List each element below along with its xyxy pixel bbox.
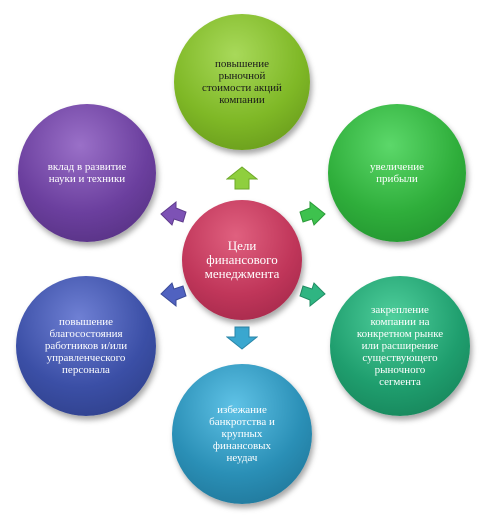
center-node: Цели финансового менеджмента (182, 200, 302, 320)
node-bankruptcy-avoidance: избежание банкротства и крупных финансов… (172, 364, 312, 504)
arrow-upper-left-icon (160, 200, 187, 226)
arrow-lower-right-icon (299, 282, 326, 308)
node-bankruptcy-avoidance-label: избежание банкротства и крупных финансов… (209, 404, 275, 464)
node-profit: увеличение прибыли (328, 104, 466, 242)
arrow-lower-left-icon (160, 282, 187, 308)
node-profit-label: увеличение прибыли (370, 161, 424, 185)
node-employee-welfare-label: повышение благосостояния работников и/ил… (44, 316, 128, 376)
node-market-value-label: повышение рыночной стоимости акций компа… (202, 58, 282, 106)
node-science-contribution-label: вклад в развитие науки и техники (47, 161, 127, 185)
arrow-upper-right-icon (299, 200, 326, 226)
arrow-down-icon (226, 326, 258, 350)
node-market-position: закрепление компании на конкретном рынке… (330, 276, 470, 416)
arrow-up-icon (226, 166, 258, 190)
node-science-contribution: вклад в развитие науки и техники (18, 104, 156, 242)
center-label: Цели финансового менеджмента (204, 238, 280, 281)
node-market-value: повышение рыночной стоимости акций компа… (174, 14, 310, 150)
node-employee-welfare: повышение благосостояния работников и/ил… (16, 276, 156, 416)
node-market-position-label: закрепление компании на конкретном рынке… (356, 304, 444, 388)
